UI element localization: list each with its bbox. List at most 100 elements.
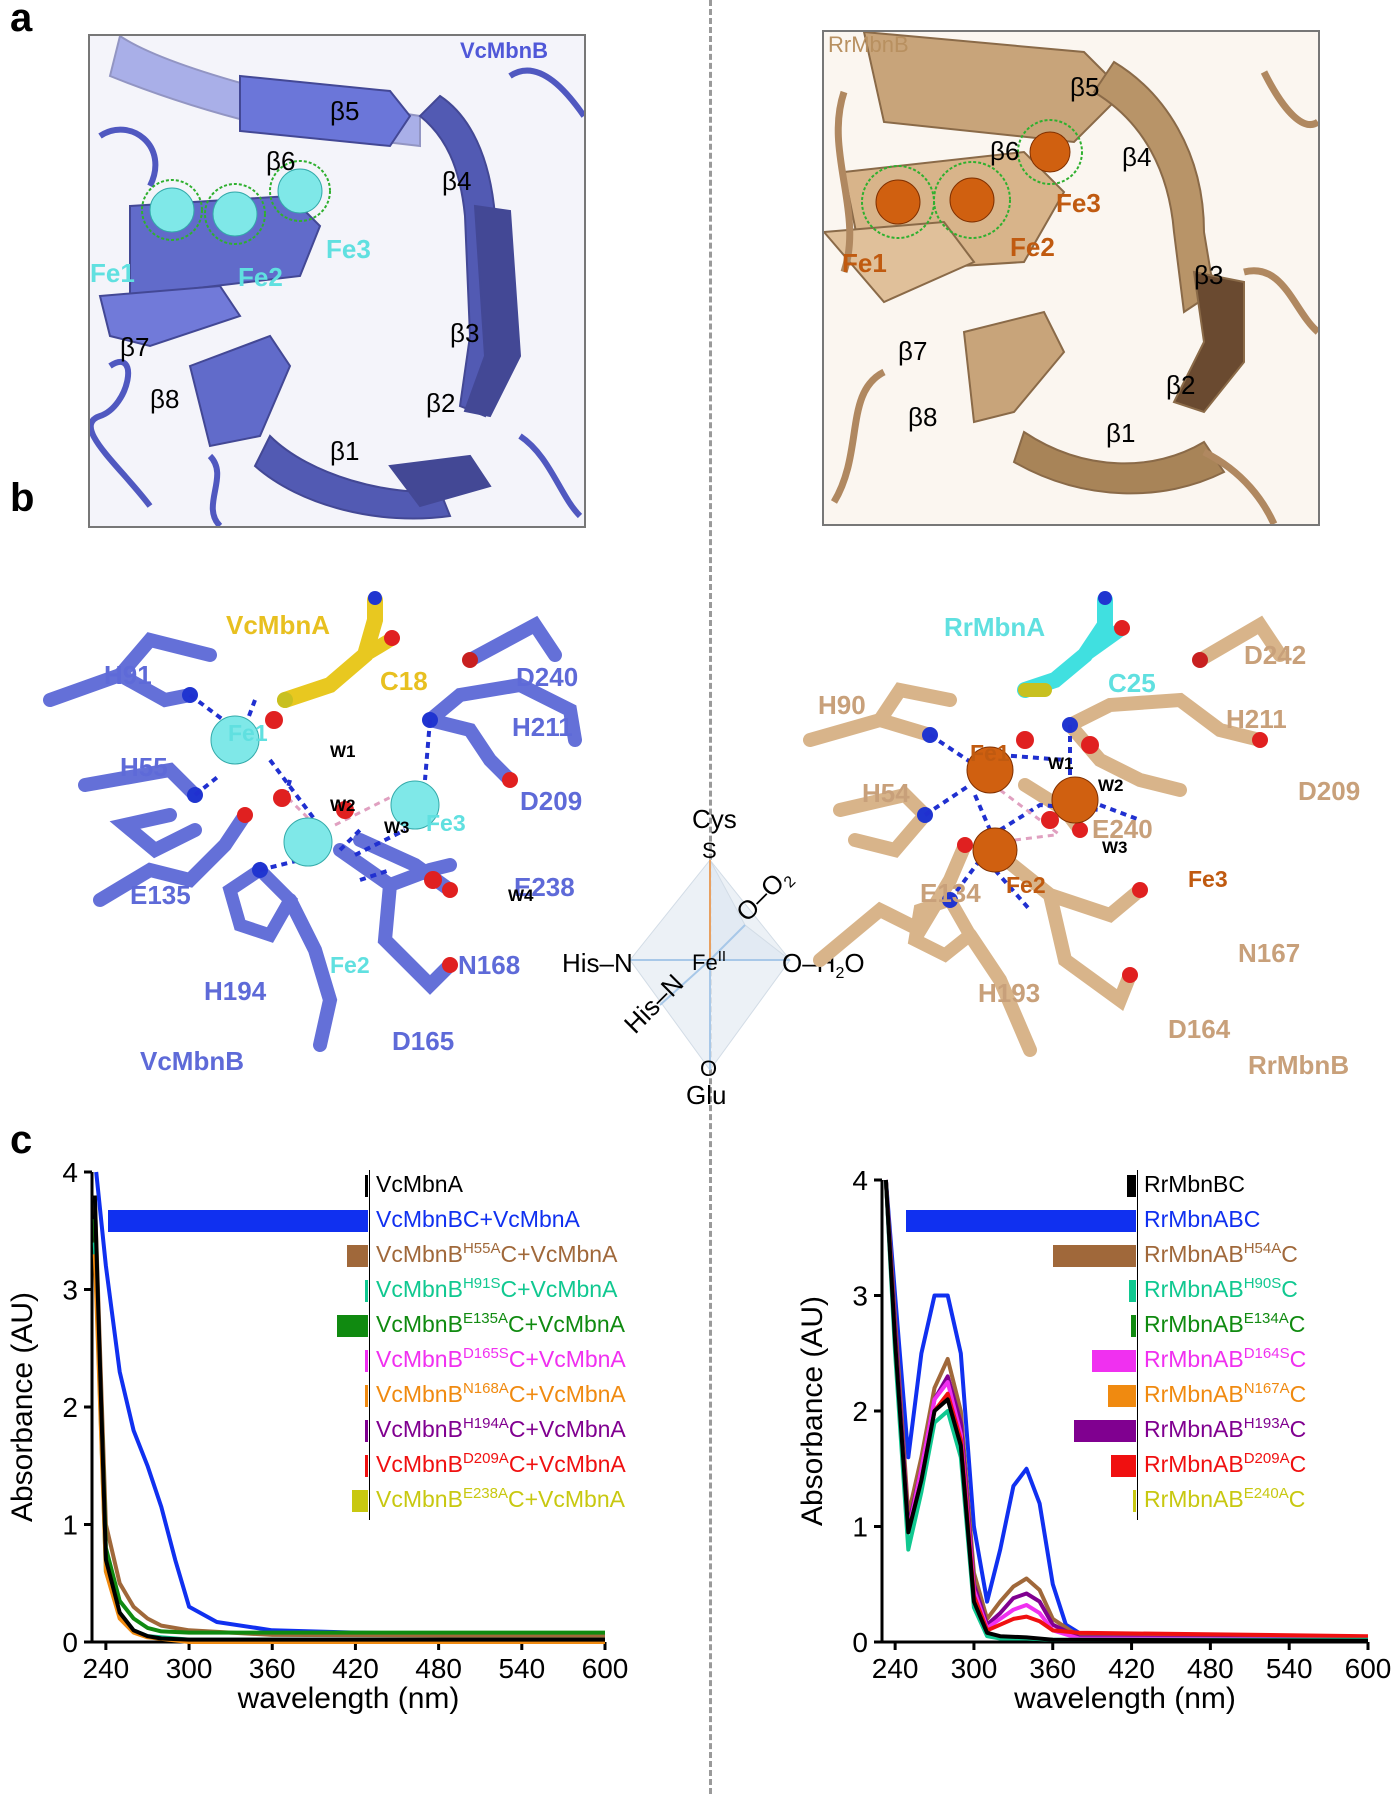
strand-beta4-label: β4: [442, 166, 472, 196]
legend-separator: [1137, 1170, 1138, 1205]
x-tick-label: 360: [249, 1653, 296, 1684]
rrmbnb-structure-frame: RrMbnB β5 β6 β4 β3 β2 β1 β7 β8 Fe1 Fe2 F…: [822, 30, 1320, 526]
water-w3-label: W3: [1102, 838, 1128, 857]
legend-separator: [1137, 1310, 1138, 1345]
y-tick-label: 1: [62, 1510, 78, 1541]
legend-label: RrMbnABH90SC: [1144, 1275, 1298, 1302]
legend-entry: RrMbnABH90SC: [900, 1275, 1398, 1310]
residue-h91-label: H91: [104, 660, 152, 690]
legend-separator: [369, 1415, 370, 1450]
legend-label: RrMbnABD164SC: [1144, 1345, 1307, 1372]
legend-entry: VcMbnA: [100, 1170, 640, 1205]
legend-label: VcMbnBH55AC+VcMbnA: [376, 1240, 618, 1267]
legend-entry: RrMbnABH193AC: [900, 1415, 1398, 1450]
legend-separator: [1137, 1205, 1138, 1240]
legend-bar: [1126, 1175, 1136, 1197]
scheme-o-atom: O: [700, 1056, 718, 1081]
legend-bar: [1131, 1315, 1136, 1337]
legend-entry: VcMbnBH55AC+VcMbnA: [100, 1240, 640, 1275]
scheme-fe-center: FeII: [692, 948, 727, 975]
fe1-label: Fe1: [90, 258, 135, 288]
residue-h211-label: H211: [1226, 704, 1287, 734]
x-tick-label: 480: [415, 1653, 462, 1684]
legend-bar: [108, 1210, 368, 1232]
x-tick-label: 420: [332, 1653, 379, 1684]
fe3-label: Fe3: [1056, 188, 1101, 218]
fe3-label: Fe3: [326, 234, 371, 264]
strand-beta7-label: β7: [120, 332, 150, 362]
legend-bar: [1092, 1350, 1136, 1372]
series-line-2: [92, 1218, 605, 1635]
legend-entry: RrMbnABD164SC: [900, 1345, 1398, 1380]
x-tick-label: 480: [1187, 1653, 1234, 1684]
legend-separator: [369, 1380, 370, 1415]
water-w2-label: W2: [1098, 776, 1124, 795]
x-tick-label: 240: [872, 1653, 919, 1684]
fe2-site-label: Fe2: [1006, 872, 1046, 898]
y-tick-label: 3: [62, 1275, 78, 1306]
residue-d164-label: D164: [1168, 1014, 1231, 1044]
rrmbna-chain-label: RrMbnA: [944, 612, 1046, 642]
water-w3-label: W3: [384, 818, 410, 837]
legend-entry: VcMbnBE238AC+VcMbnA: [100, 1485, 640, 1520]
strand-beta4-label: β4: [1122, 142, 1152, 172]
fe2-site-label: Fe2: [330, 952, 370, 978]
scheme-glu-label: Glu: [686, 1080, 727, 1110]
fe1-label: Fe1: [842, 248, 887, 278]
residue-c18-label: C18: [380, 666, 428, 696]
legend-label: VcMbnBC+VcMbnA: [376, 1206, 580, 1232]
octahedral-scheme-graphic: [629, 859, 792, 1071]
fe2-label: Fe2: [238, 262, 283, 292]
residue-e238-label: E238: [514, 872, 575, 902]
series-line-6: [883, 1179, 1369, 1643]
legend-entry: RrMbnABH54AC: [900, 1240, 1398, 1275]
legend-entry: RrMbnBC: [900, 1170, 1398, 1205]
fe1-site-label: Fe1: [970, 740, 1010, 766]
strand-beta3-label: β3: [1194, 260, 1224, 290]
x-axis-label: wavelength (nm): [1013, 1682, 1236, 1715]
panel-letter-b: b: [10, 476, 35, 520]
residue-h193-label: H193: [978, 978, 1041, 1008]
scheme-his-n-left: His–N: [562, 948, 633, 978]
legend-bar: [365, 1385, 368, 1407]
strand-beta1-label: β1: [1106, 418, 1136, 448]
fe3-site-label: Fe3: [426, 810, 466, 836]
rrmbnb-protein-label: RrMbnB: [828, 32, 909, 57]
series-line-0: [883, 1179, 1369, 1641]
legend-label: RrMbnABN167AC: [1144, 1380, 1307, 1407]
fe-spheres-right: [861, 119, 1083, 239]
legend-label: VcMbnBH194AC+VcMbnA: [376, 1415, 626, 1442]
rrmbnb-chain-label: RrMbnB: [1248, 1050, 1350, 1080]
legend-separator: [369, 1485, 370, 1520]
series-line-1: [883, 1179, 1369, 1641]
water-w1-label: W1: [1048, 754, 1074, 773]
legend-bar: [365, 1175, 368, 1197]
x-tick-label: 240: [83, 1653, 130, 1684]
residue-d209-label: D209: [1298, 776, 1361, 806]
panel-letter-c: c: [10, 1118, 33, 1162]
strand-beta6-label: β6: [266, 146, 296, 176]
fe1-site-label: Fe1: [228, 720, 268, 746]
legend-separator: [369, 1205, 370, 1240]
strand-beta8-label: β8: [908, 402, 938, 432]
legend-separator: [369, 1170, 370, 1205]
scheme-s-atom: S: [702, 838, 717, 863]
residue-h55-label: H55: [120, 752, 168, 782]
legend-bar: [1108, 1385, 1136, 1407]
residue-d165-label: D165: [392, 1026, 455, 1056]
legend-separator: [369, 1275, 370, 1310]
strand-beta2-label: β2: [1166, 370, 1196, 400]
residue-d242-label: D242: [1244, 640, 1307, 670]
legend-separator: [369, 1310, 370, 1345]
legend-label: VcMbnBD165SC+VcMbnA: [376, 1345, 626, 1372]
legend-entry: VcMbnBH91SC+VcMbnA: [100, 1275, 640, 1310]
residue-n168-label: N168: [458, 950, 521, 980]
x-tick-label: 600: [582, 1653, 629, 1684]
legend-label: VcMbnBD209AC+VcMbnA: [376, 1450, 626, 1477]
legend-separator: [1137, 1345, 1138, 1380]
legend-label: VcMbnBE135AC+VcMbnA: [376, 1310, 625, 1337]
vcmbnb-chain-label: VcMbnB: [140, 1046, 244, 1076]
residue-d209-label: D209: [520, 786, 583, 816]
